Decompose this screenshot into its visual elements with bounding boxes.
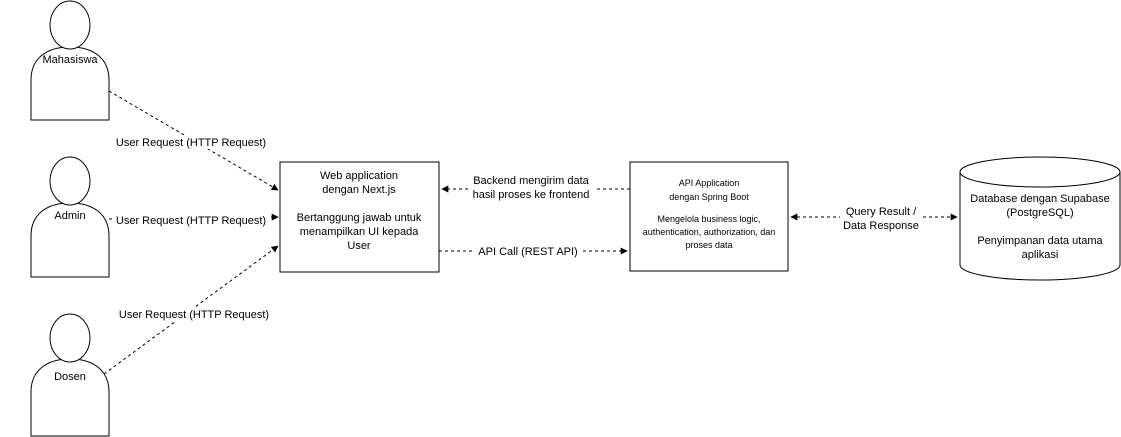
webapp-line3: Bertanggung jawab untuk	[297, 212, 422, 224]
edge-label-backend-response-2: hasil proses ke frontend	[473, 189, 590, 201]
edge-label-bg	[112, 307, 276, 321]
actor-mahasiswa-head	[49, 0, 91, 50]
edge-label-api-call: API Call (REST API)	[478, 246, 577, 258]
actor-dosen-label: Dosen	[54, 371, 86, 383]
edge-label-bg	[474, 244, 582, 258]
edge-label-admin-request: User Request (HTTP Request)	[116, 215, 266, 227]
api-line2: dengan Spring Boot	[669, 192, 749, 202]
actor-mahasiswa: Mahasiswa	[30, 0, 110, 121]
webapp-box	[279, 161, 440, 273]
webapp-line2: dengan Next.js	[322, 184, 396, 196]
actor-mahasiswa-label: Mahasiswa	[42, 54, 98, 66]
api-node: API Application dengan Spring Boot Menge…	[629, 161, 789, 272]
edge-label-query-result-1: Query Result /	[846, 206, 917, 218]
database-line3: Penyimpanan data utama	[977, 235, 1103, 247]
edge-label-query-result-2: Data Response	[843, 220, 919, 232]
edge-label-bg	[470, 175, 594, 203]
actor-admin-head	[49, 156, 91, 206]
database-cylinder-body	[959, 172, 1121, 281]
edge-label-dosen-request: User Request (HTTP Request)	[119, 309, 269, 321]
api-line5: proses data	[685, 240, 732, 250]
webapp-node: Web application dengan Next.js Bertanggu…	[279, 161, 440, 273]
edge-label-bg	[114, 213, 268, 227]
database-node: Database dengan Supabase (PostgreSQL) Pe…	[959, 156, 1121, 281]
api-line3: Mengelola business logic,	[657, 214, 760, 224]
database-line4: aplikasi	[1022, 249, 1059, 261]
database-line1: Database dengan Supabase	[970, 193, 1109, 205]
webapp-line5: User	[347, 240, 371, 252]
edge-label-bg	[114, 135, 268, 149]
edge-label-backend-response-1: Backend mengirim data	[473, 175, 589, 187]
actor-admin-label: Admin	[54, 210, 85, 222]
webapp-line4: menampilkan UI kepada	[300, 226, 420, 238]
api-line4: authentication, authorization, dan	[643, 227, 776, 237]
edge-label-mahasiswa-request: User Request (HTTP Request)	[116, 137, 266, 149]
actor-dosen: Dosen	[30, 313, 110, 437]
actor-admin: Admin	[30, 156, 110, 278]
database-line2: (PostgreSQL)	[1006, 207, 1073, 219]
database-cylinder-top	[959, 156, 1121, 188]
api-line1: API Application	[679, 178, 740, 188]
actor-dosen-head	[49, 313, 91, 363]
webapp-line1: Web application	[320, 170, 398, 182]
api-box	[629, 161, 789, 272]
edge-label-bg	[840, 205, 922, 233]
